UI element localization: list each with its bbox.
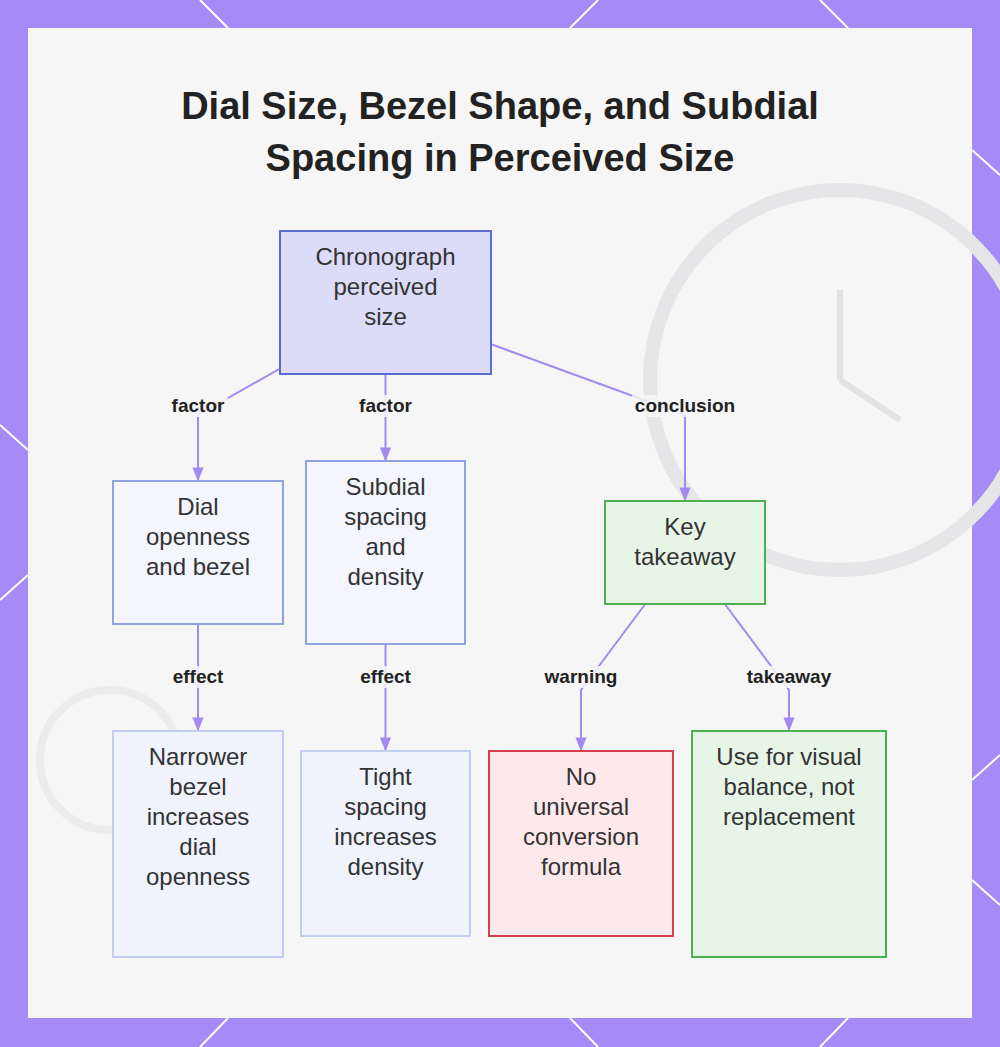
connector-line	[198, 369, 279, 480]
edge-label: warning	[542, 666, 621, 688]
node-text: Dial openness and bezel	[136, 492, 260, 582]
frame-line	[972, 150, 1000, 175]
edge-label: factor	[169, 395, 228, 417]
process-box: Chronograph perceived size	[279, 230, 492, 375]
node-text: Key takeaway	[621, 512, 749, 572]
edge-label: factor	[356, 395, 415, 417]
connector-line	[385, 645, 387, 750]
frame-line	[200, 0, 228, 28]
node-text: No universal conversion formula	[518, 762, 644, 882]
edge-label: conclusion	[632, 395, 738, 417]
node-text: Use for visual balance, not replacement	[707, 742, 871, 832]
node-text: Chronograph perceived size	[311, 242, 460, 332]
connector-line	[385, 375, 387, 460]
frame-line	[0, 575, 28, 600]
process-box: Tight spacing increases density	[300, 750, 471, 937]
frame-line	[570, 0, 598, 28]
frame-line	[570, 1018, 598, 1047]
process-box: Narrower bezel increases dial openness	[112, 730, 284, 958]
process-box: No universal conversion formula	[488, 750, 674, 937]
edge-label: effect	[357, 666, 414, 688]
faint-watch-hands	[840, 290, 900, 420]
frame-line	[972, 755, 1000, 780]
frame-line	[200, 1018, 228, 1047]
frame-line	[972, 880, 1000, 905]
connector-line	[492, 345, 685, 500]
process-box: Key takeaway	[604, 500, 766, 605]
frame-line	[0, 425, 28, 450]
diagram-title: Dial Size, Bezel Shape, and Subdial Spac…	[130, 80, 870, 184]
node-text: Narrower bezel increases dial openness	[139, 742, 257, 892]
node-text: Tight spacing increases density	[327, 762, 444, 882]
process-box: Subdial spacing and density	[305, 460, 466, 645]
edge-label: effect	[170, 666, 227, 688]
frame-line	[820, 0, 848, 28]
process-box: Use for visual balance, not replacement	[691, 730, 887, 958]
frame-line	[820, 1018, 848, 1047]
process-box: Dial openness and bezel	[112, 480, 284, 625]
inner-panel	[28, 28, 972, 1018]
edge-label: takeaway	[744, 666, 835, 688]
node-text: Subdial spacing and density	[329, 472, 442, 592]
